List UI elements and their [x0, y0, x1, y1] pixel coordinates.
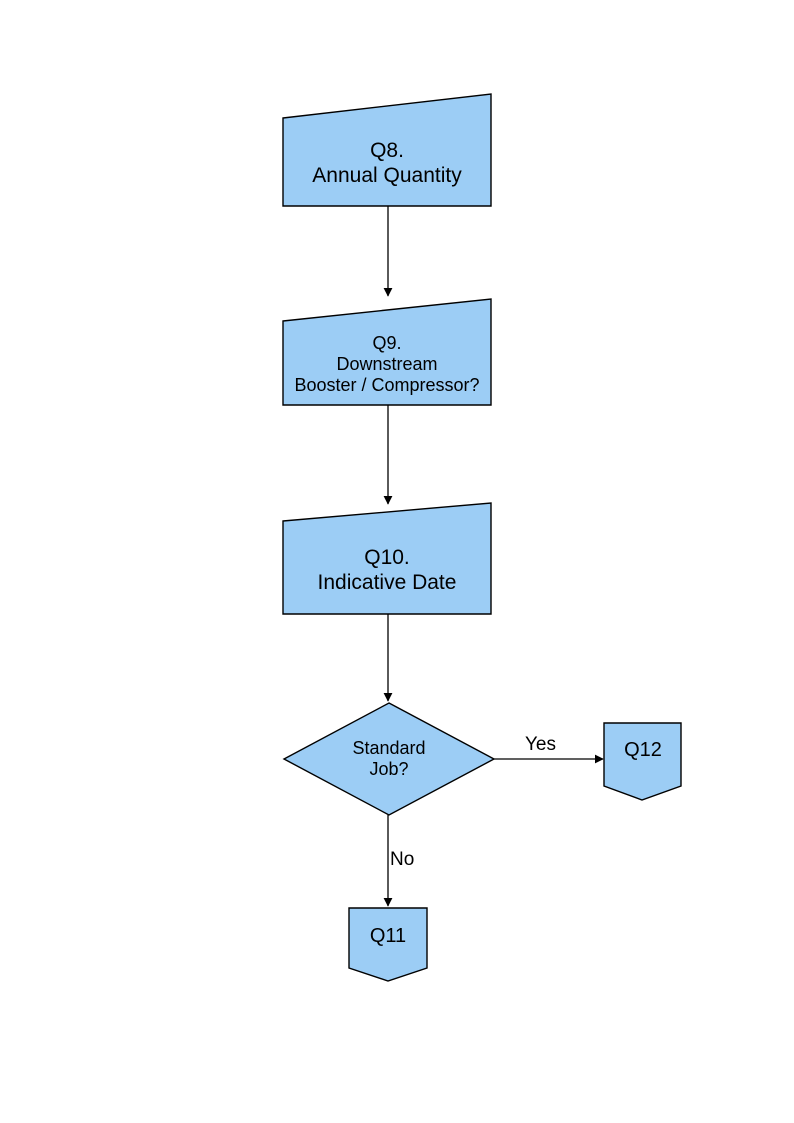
node-q11-shape[interactable] — [348, 907, 428, 982]
node-q9-shape[interactable] — [282, 298, 492, 406]
edge-label-no: No — [390, 849, 415, 870]
node-q10-shape[interactable] — [282, 502, 492, 615]
edge-label-yes: Yes — [525, 734, 556, 755]
node-q12-shape[interactable] — [603, 722, 682, 801]
node-q8-shape[interactable] — [282, 93, 492, 207]
node-decision-shape[interactable] — [282, 702, 496, 816]
